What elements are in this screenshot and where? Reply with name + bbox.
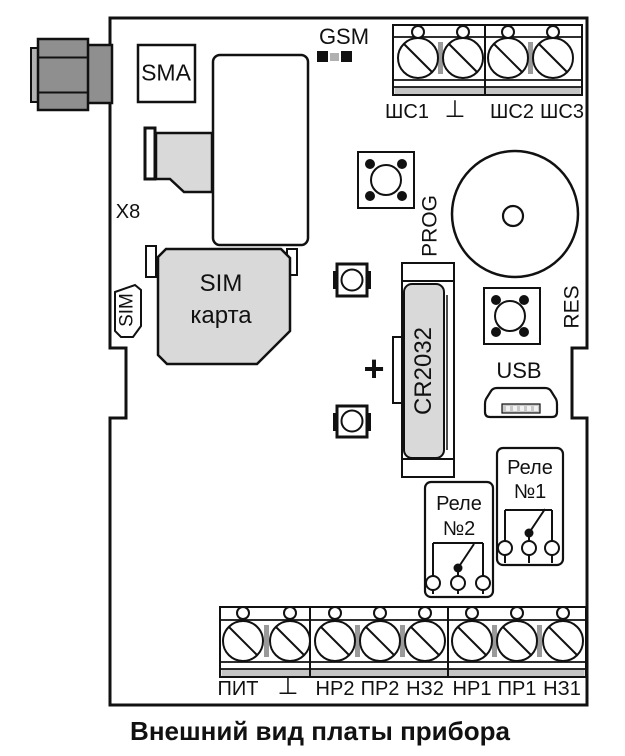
sma-label: SMA <box>141 59 191 86</box>
sim-card-shape <box>156 247 292 366</box>
x8-label: X8 <box>115 201 141 223</box>
sim-slot-label: SIM <box>116 293 138 327</box>
gsm-module <box>211 53 310 247</box>
terminal-label-shs2: ШС2 <box>490 101 534 123</box>
x8-connector <box>143 126 214 194</box>
sim-tab-left <box>145 245 157 278</box>
terminal-label-pr2: ПР2 <box>360 678 400 700</box>
antenna-connector-icon <box>30 37 114 112</box>
led-icon <box>333 404 371 439</box>
battery-label: CR2032 <box>410 326 437 416</box>
led-icon <box>333 262 371 298</box>
prog-button-icon <box>357 151 415 209</box>
terminal-label-nr2: НР2 <box>315 678 355 700</box>
sim-card-label-line1: SIM <box>199 270 243 297</box>
sim-slot-chip <box>114 283 142 338</box>
terminal-label-shs3: ШС3 <box>540 101 584 123</box>
relay2-box <box>423 480 495 599</box>
res-label: RES <box>560 285 584 329</box>
sim-card-label-line2: карта <box>190 302 252 329</box>
wire-hole-icons <box>411 25 560 39</box>
wire-hole-icons <box>236 606 570 620</box>
gsm-label: GSM <box>318 24 370 49</box>
relay-switch-icon <box>425 542 491 594</box>
terminal-block-top <box>392 24 583 96</box>
figure-caption: Внешний вид платы прибора <box>130 716 510 746</box>
usb-label: USB <box>496 358 542 383</box>
terminal-label-pit: ПИТ <box>217 678 259 700</box>
gsm-led-icon <box>317 51 352 62</box>
terminal-block-bottom <box>219 606 587 678</box>
usb-connector-icon <box>483 386 559 419</box>
relay2-label-line2: №2 <box>442 518 476 540</box>
ground-symbol: ⊥ <box>277 673 299 700</box>
relay1-label-line1: Реле <box>507 457 553 479</box>
battery-plus-mark: + <box>363 348 385 389</box>
res-button-icon <box>483 287 541 345</box>
terminal-label-nz2: НЗ2 <box>406 678 444 700</box>
relay-switch-icon <box>497 508 560 563</box>
relay1-label-line2: №1 <box>513 481 547 503</box>
battery-cell <box>403 283 445 459</box>
terminal-label-pr1: ПР1 <box>497 678 537 700</box>
screw-icons <box>222 620 584 662</box>
prog-label: PROG <box>418 195 442 257</box>
battery-holder <box>392 262 455 478</box>
screw-icons <box>397 37 574 79</box>
sim-card-holder <box>145 245 298 366</box>
buzzer-icon <box>450 149 580 279</box>
ground-symbol: ⊥ <box>444 96 466 123</box>
relay1-box <box>495 446 565 567</box>
sma-label-box <box>136 43 197 104</box>
terminal-label-nr1: НР1 <box>452 678 492 700</box>
relay2-label-line1: Реле <box>436 493 482 515</box>
terminal-label-shs1: ШС1 <box>385 101 429 123</box>
terminal-label-nz1: НЗ1 <box>543 678 581 700</box>
